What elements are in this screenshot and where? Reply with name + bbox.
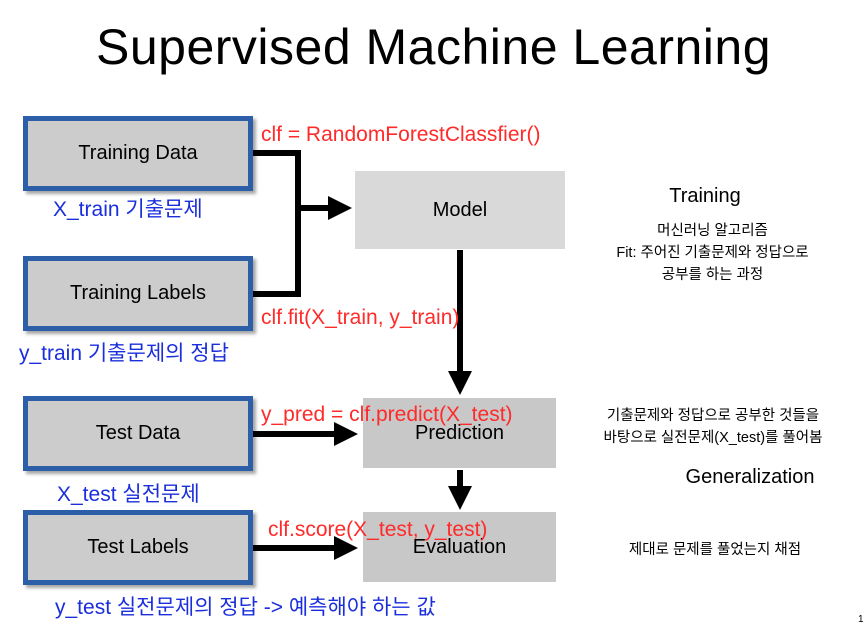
prediction-box: Prediction [363, 398, 556, 468]
training-note-line: 머신러닝 알고리즘 [657, 223, 768, 239]
clf-code: clf = RandomForestClassfier() [261, 123, 541, 146]
test-labels-box: Test Labels [23, 510, 253, 585]
training-data-box: Training Data [23, 116, 253, 191]
x-test-label: X_test 실전문제 [57, 483, 200, 506]
training-note-line: 공부를 하는 과정 [661, 267, 764, 283]
training-labels-connector [250, 208, 301, 297]
prediction-label: Prediction [415, 421, 504, 444]
y-test-label: y_test 실전문제의 정답 -> 예측해야 하는 값 [55, 596, 436, 619]
page-number: 1 [858, 614, 864, 625]
training-labels-box: Training Labels [23, 256, 253, 331]
y-train-label: y_train 기출문제의 정답 [19, 342, 229, 365]
test-labels-label: Test Labels [87, 536, 189, 558]
model-label: Model [432, 198, 488, 221]
predict-code: y_pred = clf.predict(X_test) [261, 403, 513, 426]
test-data-box: Test Data [23, 396, 253, 471]
training-note: 머신러닝 알고리즘 Fit: 주어진 기출문제와 정답으로 공부를 하는 과정 [575, 220, 850, 286]
evaluation-note: 제대로 문제를 풀었는지 채점 [628, 542, 802, 558]
evaluation-label: Evaluation [412, 535, 507, 558]
prediction-note-line: 바탕으로 실전문제(X_test)를 풀어봄 [603, 430, 823, 446]
prediction-note: 기출문제와 정답으로 공부한 것들을 바탕으로 실전문제(X_test)를 풀어… [568, 405, 858, 449]
x-train-label: X_train 기출문제 [53, 198, 203, 221]
page-title: Supervised Machine Learning [95, 19, 772, 75]
generalization-heading: Generalization [685, 466, 815, 488]
training-data-label: Training Data [78, 142, 198, 164]
prediction-note-line: 기출문제와 정답으로 공부한 것들을 [606, 408, 820, 424]
training-note-line: Fit: 주어진 기출문제와 정답으로 [616, 245, 809, 261]
test-data-label: Test Data [95, 422, 181, 444]
evaluation-box: Evaluation [363, 512, 556, 582]
training-data-connector [250, 150, 301, 208]
model-box: Model [355, 171, 565, 249]
training-heading: Training [669, 185, 741, 207]
fit-code: clf.fit(X_train, y_train) [261, 306, 460, 329]
training-labels-label: Training Labels [69, 282, 206, 304]
score-code: clf.score(X_test, y_test) [268, 518, 488, 541]
